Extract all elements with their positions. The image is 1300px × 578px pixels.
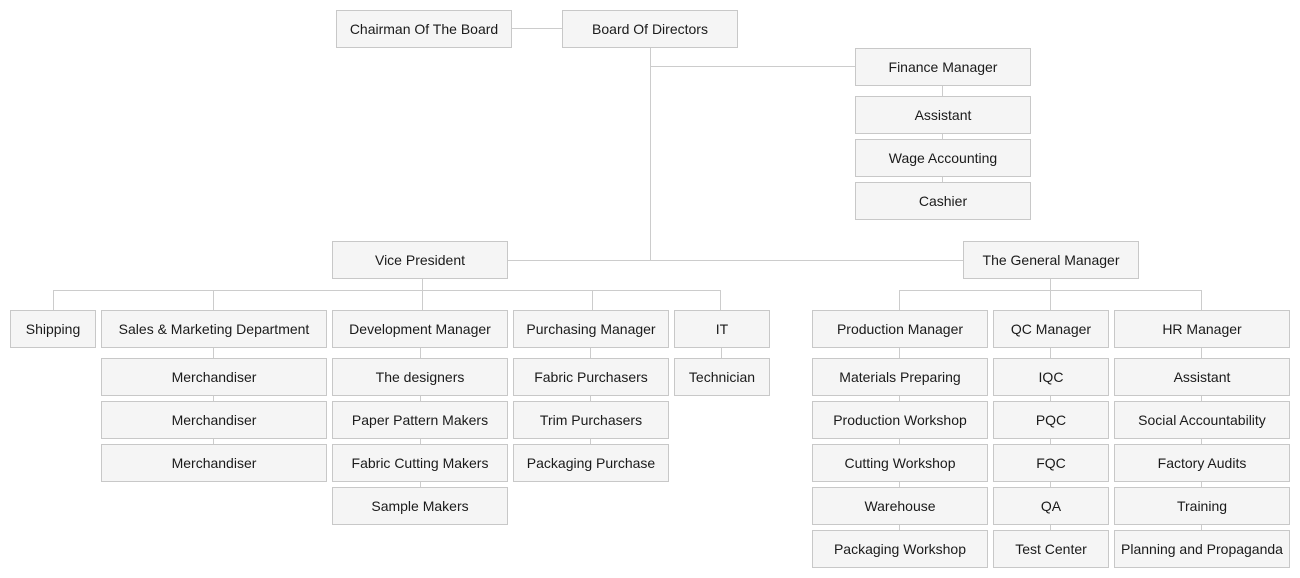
fabric-cutting-makers-node: Fabric Cutting Makers <box>332 444 508 482</box>
packaging-workshop-node: Packaging Workshop <box>812 530 988 568</box>
merchandiser-node: Merchandiser <box>101 444 327 482</box>
sample-makers-node: Sample Makers <box>332 487 508 525</box>
paper-pattern-makers-node: Paper Pattern Makers <box>332 401 508 439</box>
social-accountability-node: Social Accountability <box>1114 401 1290 439</box>
vice-president-node: Vice President <box>332 241 508 279</box>
hr-manager-node: HR Manager <box>1114 310 1290 348</box>
sales-marketing-node: Sales & Marketing Department <box>101 310 327 348</box>
merchandiser-node: Merchandiser <box>101 401 327 439</box>
shipping-node: Shipping <box>10 310 96 348</box>
cashier-node: Cashier <box>855 182 1031 220</box>
qc-manager-node: QC Manager <box>993 310 1109 348</box>
wage-accounting-node: Wage Accounting <box>855 139 1031 177</box>
factory-audits-node: Factory Audits <box>1114 444 1290 482</box>
development-manager-node: Development Manager <box>332 310 508 348</box>
qa-node: QA <box>993 487 1109 525</box>
trim-purchasers-node: Trim Purchasers <box>513 401 669 439</box>
fqc-node: FQC <box>993 444 1109 482</box>
training-node: Training <box>1114 487 1290 525</box>
test-center-node: Test Center <box>993 530 1109 568</box>
pqc-node: PQC <box>993 401 1109 439</box>
production-manager-node: Production Manager <box>812 310 988 348</box>
chairman-node: Chairman Of The Board <box>336 10 512 48</box>
purchasing-manager-node: Purchasing Manager <box>513 310 669 348</box>
it-node: IT <box>674 310 770 348</box>
hr-assistant-node: Assistant <box>1114 358 1290 396</box>
iqc-node: IQC <box>993 358 1109 396</box>
packaging-purchase-node: Packaging Purchase <box>513 444 669 482</box>
finance-manager-node: Finance Manager <box>855 48 1031 86</box>
board-of-directors-node: Board Of Directors <box>562 10 738 48</box>
planning-propaganda-node: Planning and Propaganda <box>1114 530 1290 568</box>
finance-assistant-node: Assistant <box>855 96 1031 134</box>
production-workshop-node: Production Workshop <box>812 401 988 439</box>
warehouse-node: Warehouse <box>812 487 988 525</box>
general-manager-node: The General Manager <box>963 241 1139 279</box>
technician-node: Technician <box>674 358 770 396</box>
materials-preparing-node: Materials Preparing <box>812 358 988 396</box>
fabric-purchasers-node: Fabric Purchasers <box>513 358 669 396</box>
cutting-workshop-node: Cutting Workshop <box>812 444 988 482</box>
merchandiser-node: Merchandiser <box>101 358 327 396</box>
designers-node: The designers <box>332 358 508 396</box>
